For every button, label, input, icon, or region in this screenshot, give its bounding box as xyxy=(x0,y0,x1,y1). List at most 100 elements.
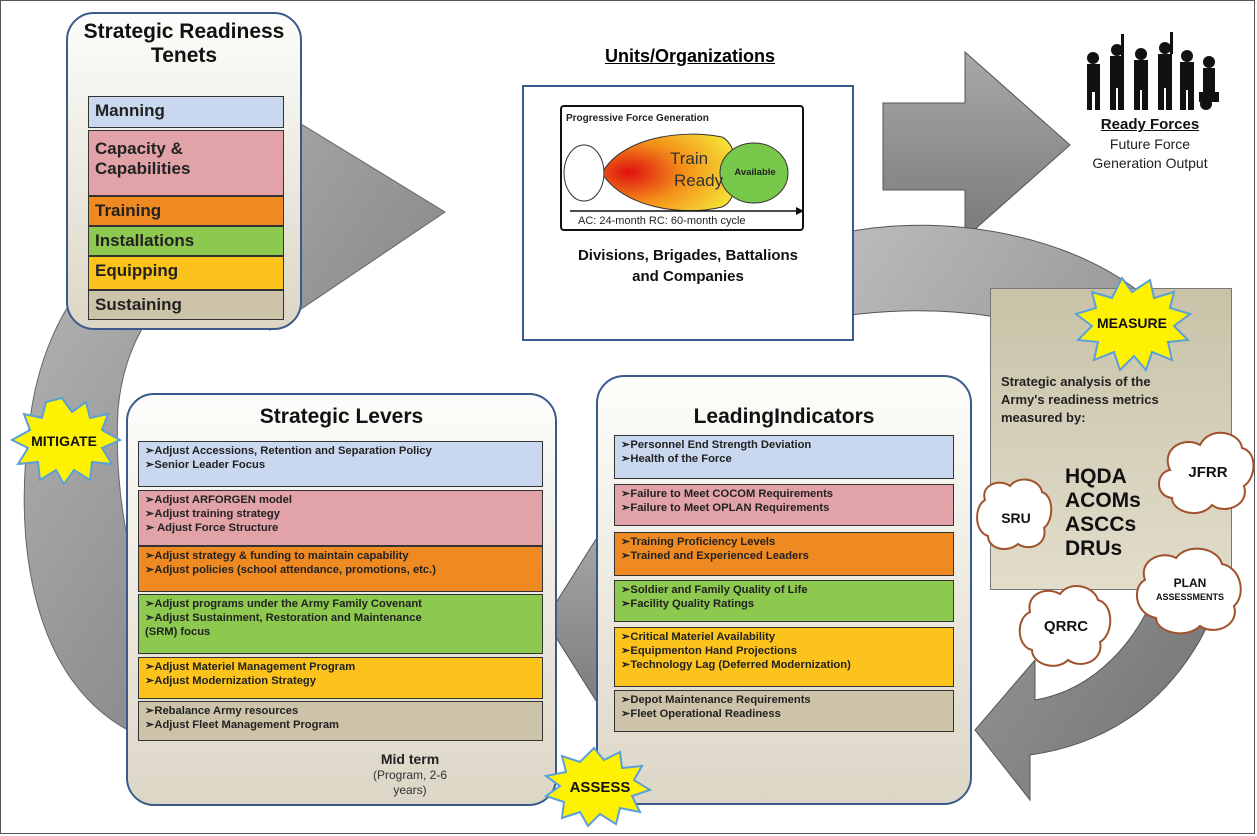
burst-measure xyxy=(1073,276,1193,372)
ready-forces-line1: Future Force xyxy=(1109,136,1191,152)
available-ellipse xyxy=(719,142,789,204)
lever-item: ➢Adjust ARFORGEN model xyxy=(145,494,292,506)
lever-item: ➢Adjust strategy & funding to maintain c… xyxy=(145,550,409,562)
indicators-title: LeadingIndicators xyxy=(693,405,875,428)
indicator-item: ➢Personnel End Strength Deviation xyxy=(621,439,812,451)
indicator-item: ➢Failure to Meet OPLAN Requirements xyxy=(621,502,830,514)
cloud-jfrr xyxy=(1158,431,1255,515)
lever-item: ➢Senior Leader Focus xyxy=(145,459,266,471)
indicator-item: ➢Failure to Meet COCOM Requirements xyxy=(621,488,834,500)
lever-item: ➢Adjust Fleet Management Program xyxy=(145,719,340,731)
measure-text: Strategic analysis of the Army's readine… xyxy=(1001,373,1159,427)
pfg-cycle: AC: 24-month RC: 60-month cycle xyxy=(578,215,746,227)
burst-assess-label: ASSESS xyxy=(569,779,631,796)
indicator-item: ➢Depot Maintenance Requirements xyxy=(621,694,811,706)
units-caption-1: Divisions, Brigades, Battalions xyxy=(577,247,799,264)
ready-forces-line2: Generation Output xyxy=(1092,155,1208,171)
tenet-training: Training xyxy=(88,196,284,226)
burst-mitigate-label: MITIGATE xyxy=(31,433,97,449)
lever-group-manning: ➢Adjust Accessions, Retention and Separa… xyxy=(138,441,543,487)
cloud-plan-label: PLAN xyxy=(1173,576,1207,590)
units-caption-2: and Companies xyxy=(632,268,744,285)
reset-ellipse xyxy=(563,144,605,202)
lever-group-training: ➢Adjust strategy & funding to maintain c… xyxy=(138,546,543,592)
lever-item: ➢Adjust Accessions, Retention and Separa… xyxy=(145,445,432,457)
lever-item: ➢Adjust training strategy xyxy=(145,508,280,520)
lever-group-capacity: ➢Adjust ARFORGEN model ➢Adjust training … xyxy=(138,490,543,546)
soldiers-icon xyxy=(1087,32,1219,110)
tenets-title-line2: Tenets xyxy=(150,44,218,67)
indicator-group-installations: ➢Soldier and Family Quality of Life ➢Fac… xyxy=(614,580,954,622)
midterm-label: Mid term xyxy=(380,751,440,767)
tenet-installations: Installations xyxy=(88,226,284,256)
cloud-plan xyxy=(1135,547,1242,635)
lever-group-equipping: ➢Adjust Materiel Management Program ➢Adj… xyxy=(138,657,543,699)
lever-item: ➢Adjust policies (school attendance, pro… xyxy=(145,564,436,576)
indicator-item: ➢Fleet Operational Readiness xyxy=(621,708,781,720)
burst-measure-label: MEASURE xyxy=(1096,315,1167,331)
lever-group-installations: ➢Adjust programs under the Army Family C… xyxy=(138,594,543,654)
org-hqda: HQDA xyxy=(1065,465,1127,488)
pfg-graphic xyxy=(563,133,804,215)
indicator-item: ➢Critical Materiel Availability xyxy=(621,631,776,643)
indicator-item: ➢Soldier and Family Quality of Life xyxy=(621,584,808,596)
indicator-item: ➢Training Proficiency Levels xyxy=(621,536,776,548)
org-drus: DRUs xyxy=(1065,537,1123,560)
indicator-item: ➢Facility Quality Ratings xyxy=(621,598,755,610)
midterm-sub-1: (Program, 2-6 xyxy=(372,768,448,782)
org-acoms: ACOMs xyxy=(1065,489,1141,512)
lever-item: (SRM) focus xyxy=(145,626,211,638)
indicator-group-sustaining: ➢Depot Maintenance Requirements ➢Fleet O… xyxy=(614,690,954,732)
pfg-ready: Ready xyxy=(674,171,724,190)
org-asccs: ASCCs xyxy=(1065,513,1137,536)
measure-orgs: HQDA ACOMs ASCCs DRUs xyxy=(1065,465,1141,561)
pfg-label: Progressive Force Generation xyxy=(566,113,709,124)
indicators-panel: LeadingIndicators ➢Personnel End Strengt… xyxy=(596,375,972,805)
burst-assess xyxy=(543,746,653,828)
indicator-item: ➢Technology Lag (Deferred Modernization) xyxy=(621,659,851,671)
lever-group-sustaining: ➢Rebalance Army resources ➢Adjust Fleet … xyxy=(138,701,543,741)
measure-text-line-3: measured by: xyxy=(1001,410,1086,425)
lever-item: ➢Adjust Materiel Management Program xyxy=(145,661,356,673)
pfg-figure: Progressive Force Generation Train Ready… xyxy=(560,105,804,231)
cloud-sru-label: SRU xyxy=(1001,510,1031,526)
measure-text-line-2: Army's readiness metrics xyxy=(1001,392,1159,407)
measure-text-line-1: Strategic analysis of the xyxy=(1001,374,1151,389)
top-right-arrow xyxy=(882,50,1071,240)
lever-item: ➢ Adjust Force Structure xyxy=(145,522,279,534)
indicator-group-training: ➢Training Proficiency Levels ➢Trained an… xyxy=(614,532,954,576)
levers-panel: Strategic Levers ➢Adjust Accessions, Ret… xyxy=(126,393,557,806)
cloud-qrrc xyxy=(1018,585,1112,667)
indicator-item: ➢Trained and Experienced Leaders xyxy=(621,550,809,562)
indicator-group-equipping: ➢Critical Materiel Availability ➢Equipme… xyxy=(614,627,954,687)
units-title: Units/Organizations xyxy=(604,46,775,66)
pfg-train: Train xyxy=(670,149,709,168)
lever-item: ➢Adjust programs under the Army Family C… xyxy=(145,598,422,610)
pfg-available: Available xyxy=(734,167,776,178)
lever-item: ➢Adjust Modernization Strategy xyxy=(145,675,316,687)
tenet-capacity: Capacity & Capabilities xyxy=(88,130,284,196)
lever-item: ➢Rebalance Army resources xyxy=(145,705,299,717)
cloud-jfrr-label: JFRR xyxy=(1188,464,1228,481)
burst-mitigate xyxy=(9,396,123,486)
levers-title: Strategic Levers xyxy=(259,405,424,428)
midterm-sub-2: years) xyxy=(393,783,427,797)
indicator-group-capacity: ➢Failure to Meet COCOM Requirements ➢Fai… xyxy=(614,484,954,526)
units-panel: Progressive Force Generation Train Ready… xyxy=(522,85,854,341)
tenets-title: Strategic Readiness xyxy=(83,20,285,43)
indicator-item: ➢Health of the Force xyxy=(621,453,732,465)
cloud-sru xyxy=(976,478,1053,551)
tenet-sustaining: Sustaining xyxy=(88,290,284,320)
cloud-assessments-label: ASSESSMENTS xyxy=(1155,592,1224,602)
tenets-panel: Strategic Readiness Tenets Manning Capac… xyxy=(66,12,302,330)
tenet-equipping: Equipping xyxy=(88,256,284,290)
indicator-group-manning: ➢Personnel End Strength Deviation ➢Healt… xyxy=(614,435,954,479)
ready-forces-title: Ready Forces xyxy=(1100,116,1200,133)
tenet-manning: Manning xyxy=(88,96,284,128)
indicator-item: ➢Equipmenton Hand Projections xyxy=(621,645,797,657)
lever-item: ➢Adjust Sustainment, Restoration and Mai… xyxy=(145,612,422,624)
cloud-qrrc-label: QRRC xyxy=(1043,618,1089,635)
